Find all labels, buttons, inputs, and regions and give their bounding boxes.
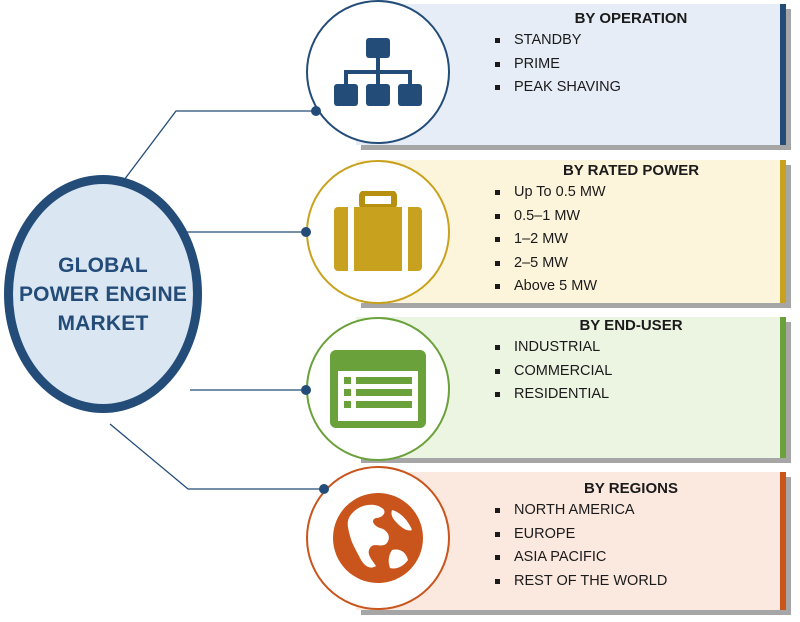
briefcase-icon — [334, 191, 422, 271]
hub-circle: GLOBAL POWER ENGINE MARKET — [4, 175, 202, 413]
list-item: INDUSTRIAL — [492, 336, 780, 360]
icon-circle-regions — [306, 466, 450, 610]
list-item: Up To 0.5 MW — [492, 181, 780, 205]
connector-operation — [111, 110, 316, 197]
list-item: RESIDENTIAL — [492, 383, 780, 407]
connector-dot-operation — [311, 106, 321, 116]
list-item: REST OF THE WORLD — [492, 570, 780, 594]
hub-title: GLOBAL POWER ENGINE MARKET — [18, 253, 188, 335]
list-item: PEAK SHAVING — [492, 76, 780, 100]
list-item: EUROPE — [492, 523, 780, 547]
list-item: ASIA PACIFIC — [492, 546, 780, 570]
list-item: STANDBY — [492, 29, 780, 53]
connector-dot-regions — [319, 484, 329, 494]
list-window-icon — [330, 350, 426, 428]
hierarchy-icon — [334, 38, 422, 106]
icon-circle-rated-power — [306, 160, 450, 304]
segment-item-list: STANDBY PRIME PEAK SHAVING — [492, 29, 780, 100]
segment-item-list: Up To 0.5 MW 0.5–1 MW 1–2 MW 2–5 MW Abov… — [492, 181, 780, 299]
segment-item-list: INDUSTRIAL COMMERCIAL RESIDENTIAL — [492, 336, 780, 407]
list-item: 1–2 MW — [492, 228, 780, 252]
connector-dot-rated-power — [301, 227, 311, 237]
list-item: COMMERCIAL — [492, 360, 780, 384]
list-item: PRIME — [492, 53, 780, 77]
connector-regions — [109, 423, 324, 490]
icon-circle-end-user — [306, 317, 450, 461]
connector-dot-end-user — [301, 385, 311, 395]
list-item: Above 5 MW — [492, 275, 780, 299]
list-item: 0.5–1 MW — [492, 205, 780, 229]
segment-title: BY REGIONS — [584, 480, 678, 497]
segment-item-list: NORTH AMERICA EUROPE ASIA PACIFIC REST O… — [492, 499, 780, 593]
segment-title: BY END-USER — [579, 317, 683, 334]
segment-title: BY RATED POWER — [562, 162, 700, 179]
icon-circle-operation — [306, 0, 450, 144]
globe-icon — [333, 493, 423, 583]
list-item: NORTH AMERICA — [492, 499, 780, 523]
segment-title: BY OPERATION — [574, 10, 688, 27]
list-item: 2–5 MW — [492, 252, 780, 276]
